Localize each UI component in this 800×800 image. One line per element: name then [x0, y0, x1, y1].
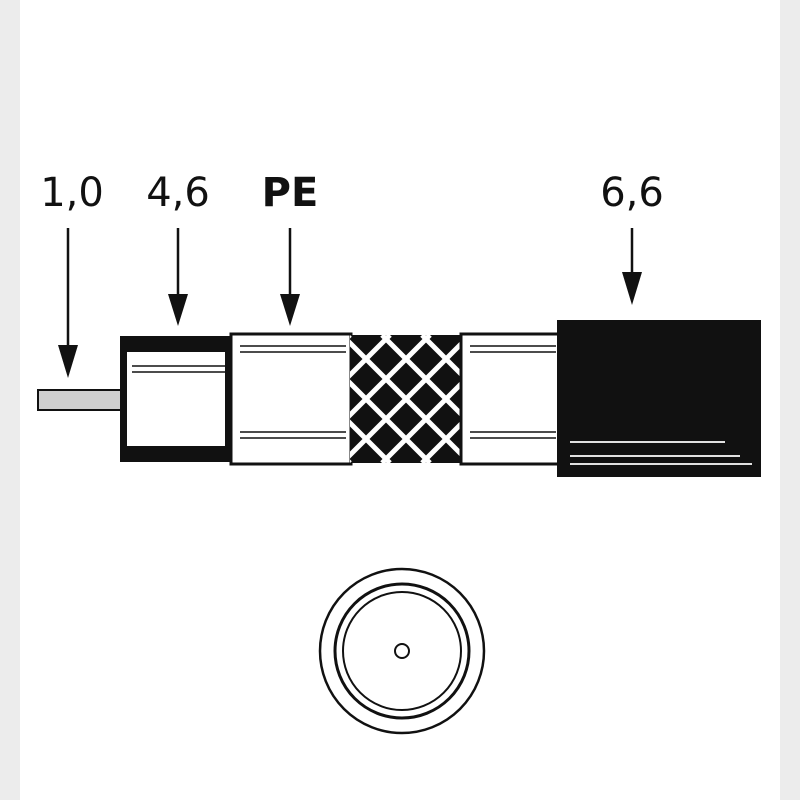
pointer-arrows [58, 228, 642, 378]
inner-conductor [37, 389, 123, 411]
jacket-arrow [622, 228, 642, 305]
dielectric-core [120, 336, 232, 462]
braided-shield [350, 335, 462, 463]
braid-strand [350, 339, 462, 459]
jacket-diameter-label: 6,6 [600, 170, 664, 216]
braid-strand [350, 335, 432, 419]
material-arrow [280, 228, 300, 326]
center-conductor-dot [394, 643, 410, 659]
dielectric-material-label: PE [262, 170, 319, 216]
braid-strand [420, 335, 462, 379]
outer-jacket [557, 320, 761, 477]
dielectric-ring [342, 591, 462, 711]
conductor-arrow [58, 228, 78, 378]
conductor-diameter-label: 1,0 [40, 170, 104, 216]
outer-foil-layer [459, 332, 561, 466]
braid-strand [380, 379, 462, 463]
braid-strand [350, 335, 392, 379]
dielectric-arrow [168, 228, 188, 326]
cable-cross-section [318, 567, 486, 735]
shield-ring [333, 582, 471, 720]
dielectric-diameter-label: 4,6 [146, 170, 210, 216]
foil-shield-layer [229, 332, 353, 466]
braid-strand [350, 419, 392, 463]
braid-strand [420, 419, 462, 463]
